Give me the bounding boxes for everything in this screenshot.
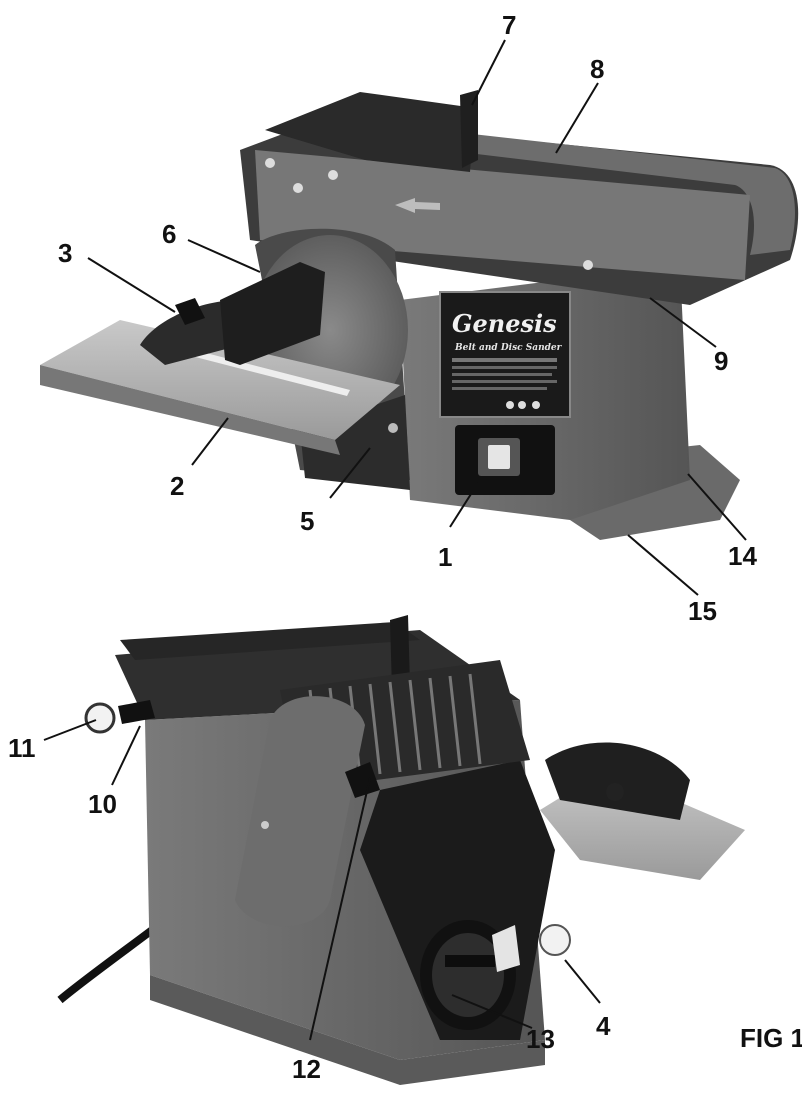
callout-8: 8 [590,54,604,84]
callout-11: 11 [8,733,36,763]
belt-bolt [583,260,593,270]
tilt-scale [492,925,520,972]
table-edge [40,365,340,455]
disc-dust-cover [300,395,410,490]
callout-2: 2 [170,471,184,501]
callout-9: 9 [714,346,728,376]
rear-belt-table [120,622,420,660]
miter-knob [175,298,205,325]
brand-name: Genesis [452,309,557,338]
miter-lock-knob [606,783,624,801]
product-name: Belt and Disc Sander [454,343,563,353]
callout-15: 15 [688,596,717,626]
table-lock-knob [539,924,571,956]
power-switch [455,425,555,495]
rear-fence [390,615,410,690]
sander-front-view: Genesis Belt and Disc Sander [40,90,799,540]
belt-tension-arm [235,696,365,927]
callout-4: 4 [596,1011,611,1041]
nameplate: Genesis Belt and Disc Sander [439,291,571,418]
tension-lever [118,700,155,724]
callout-7: 7 [502,10,516,40]
miter-slot [172,345,350,396]
callout-6: 6 [162,219,176,249]
belt-tension-handle [345,762,380,798]
callout-3: 3 [58,238,72,268]
callout-12: 12 [292,1054,321,1084]
miter-fence [220,262,325,365]
callout-labels: 1 2 3 4 5 6 7 8 9 10 11 12 13 14 15 [8,10,757,1084]
disc-work-table [40,320,400,440]
rear-base [150,975,545,1085]
belt-bolt [328,170,338,180]
direction-arrow [395,198,440,213]
callout-leaders [43,39,747,1041]
tracking-knob [84,702,116,734]
figure-label: FIG 1 [740,1023,802,1053]
callout-10: 10 [88,789,117,819]
rear-miter-gauge [545,742,690,820]
belt-bolt [293,183,303,193]
callout-14: 14 [728,541,757,571]
belt-bolt [265,158,275,168]
belt-work-table [265,92,475,172]
arm-bolt [261,821,269,829]
callout-1: 1 [438,542,452,572]
callout-5: 5 [300,506,314,536]
callout-13: 13 [526,1024,555,1054]
dust-port [420,920,516,1030]
cover-screw [388,423,398,433]
belt-table-fence [460,90,478,168]
sander-rear-view [57,615,745,1085]
